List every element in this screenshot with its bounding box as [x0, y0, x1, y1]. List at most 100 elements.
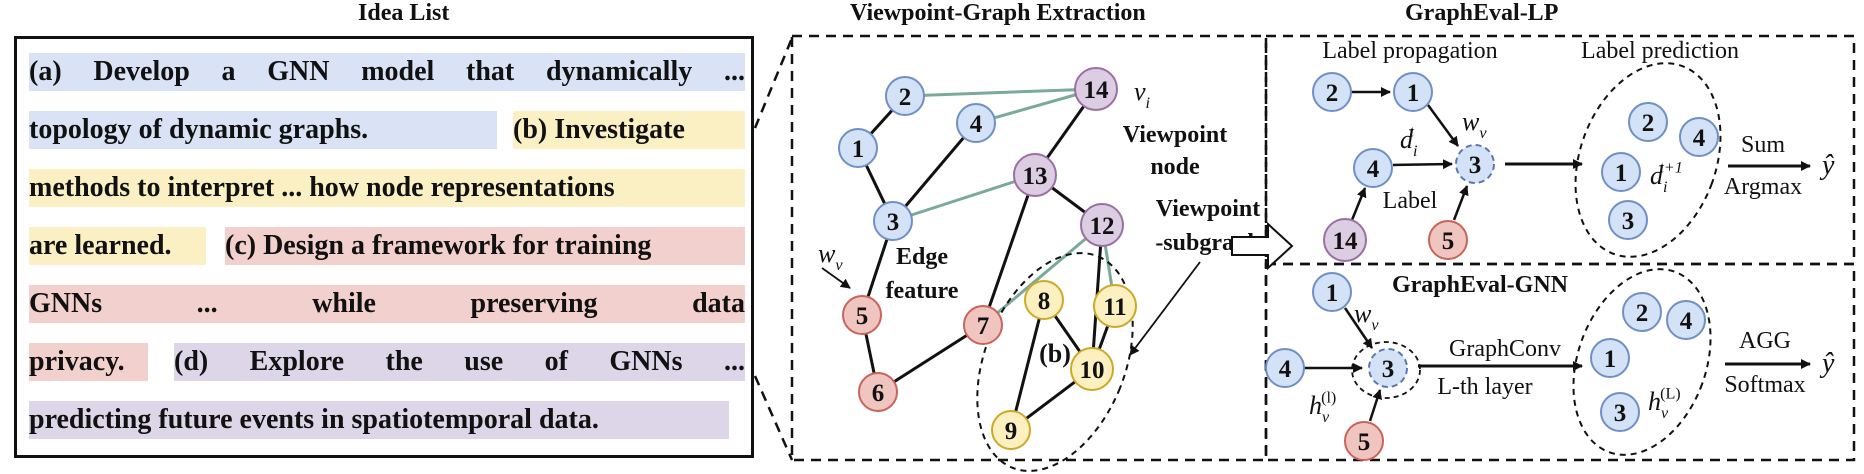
viewpoint-node-14 [1074, 67, 1118, 111]
viewpoint-node-13 [1013, 153, 1057, 197]
viewpoint-node-7-label: 7 [977, 313, 990, 340]
lp-node-1-label: 1 [1407, 80, 1420, 107]
lp-node-3-label: 3 [1469, 152, 1482, 179]
gnn-yhat: ŷ [1819, 348, 1835, 379]
viewpoint-node-9 [991, 410, 1031, 450]
lp-edge [1426, 104, 1460, 147]
idea-line: methods to interpret ... how node repres… [29, 169, 745, 209]
gnn-edge [1343, 307, 1374, 349]
viewpoint-node-4 [956, 103, 996, 143]
idea-segment-yellow: (b) Investigate [513, 111, 745, 149]
lp-node-2-label: 2 [1326, 80, 1339, 107]
lp-yhat: ŷ [1819, 150, 1835, 181]
lp-node-14 [1323, 218, 1367, 262]
viewpoint-node-2 [885, 76, 925, 116]
gnn-output-ellipse [1572, 268, 1712, 456]
gnn-node-4 [1265, 348, 1305, 388]
edge-feature-line [892, 173, 1036, 223]
gnn-out-node-1-label: 1 [1604, 346, 1617, 373]
wv-arrow [821, 267, 851, 289]
viewpoint-node-3-label: 3 [887, 209, 900, 236]
lp-node-14-label: 14 [1333, 228, 1359, 255]
lp-pred-node-2 [1628, 102, 1668, 142]
viewpoint-subgraph-text-1: Viewpoint [1156, 196, 1260, 222]
lp-edge [1452, 185, 1469, 221]
gnn-out-node-3-label: 3 [1614, 400, 1627, 427]
viewpoint-node-11 [1093, 284, 1137, 328]
lp-prediction-ellipse [1574, 62, 1722, 258]
edge-feature-text-1: Edge [896, 244, 948, 270]
viewpoint-node-text-1: Viewpoint [1123, 122, 1227, 148]
lp-node-5-label: 5 [1442, 228, 1455, 255]
wv-label: wv [818, 239, 843, 274]
viewpoint-node-7 [963, 305, 1003, 345]
idea-line: topology of dynamic graphs. (b) Investiga… [29, 111, 745, 151]
gnn-node-1-label: 1 [1326, 280, 1339, 307]
gnn-out-node-4-label: 4 [1680, 308, 1693, 335]
viewpoint-node-11-label: 11 [1103, 294, 1127, 321]
lp-node-4-label: 4 [1367, 156, 1380, 183]
viewpoint-node-5 [842, 295, 882, 335]
edge-feature-text-2: feature [886, 278, 959, 304]
graph-edge [1009, 299, 1046, 431]
idea-segment-purple: predicting future events in spatiotempor… [29, 401, 729, 439]
zoom-line-top [753, 37, 794, 129]
viewpoint-node-2-label: 2 [899, 84, 912, 111]
viewpoint-node-6-label: 6 [872, 380, 885, 407]
idea-list-header: Idea List [358, 0, 450, 26]
gnn-out-node-2 [1622, 292, 1662, 332]
gnn-node-3 [1368, 348, 1408, 388]
idea-segment-yellow: methods to interpret ... how node repres… [29, 169, 745, 207]
subgraph-b-label: (b) [1039, 339, 1071, 368]
vi-label: vi [1134, 77, 1150, 112]
lp-argmax-text: Argmax [1724, 174, 1802, 200]
gnn-node-5-label: 5 [1358, 429, 1371, 456]
lp-node-4 [1353, 148, 1393, 188]
lp-edge [1392, 159, 1453, 170]
lp-pred-node-2-label: 2 [1642, 110, 1655, 137]
lp-pred-node-4-label: 4 [1693, 125, 1706, 152]
viewpoint-node-12 [1080, 203, 1124, 247]
viewpoint-node-5-label: 5 [856, 303, 869, 330]
lp-node-3 [1455, 144, 1495, 184]
lp-header: GraphEval-LP [1405, 0, 1559, 26]
edge-feature-line [904, 87, 1097, 98]
gnn-hvL-label: hv(L) [1648, 385, 1681, 422]
gnn-node-3-label: 3 [1382, 356, 1395, 383]
gnn-out-node-4 [1666, 300, 1706, 340]
graph-edge [981, 174, 1037, 326]
label-prediction-text: Label prediction [1581, 38, 1739, 64]
gnn-agg-text: AGG [1739, 328, 1791, 354]
lp-dti1-label: dit+1 [1650, 159, 1683, 196]
lp-node-5 [1428, 220, 1468, 260]
viewpoint-subgraph-ellipse [976, 252, 1134, 472]
label-propagation-text: Label propagation [1322, 38, 1497, 64]
lp-label-word: Label [1383, 188, 1438, 214]
viewpoint-subgraph-arrow [1129, 261, 1201, 356]
lp-node-1 [1393, 72, 1433, 112]
idea-line: predicting future events in spatiotempor… [29, 401, 745, 441]
gnn-graphconv-text: GraphConv [1449, 336, 1561, 362]
gnn-node-5 [1344, 421, 1384, 461]
gnn-out-node-2-label: 2 [1636, 300, 1649, 327]
lp-node-2 [1312, 72, 1352, 112]
gnn-edge [1368, 389, 1382, 422]
gnn-node-1 [1312, 272, 1352, 312]
zoom-line-bottom [753, 375, 794, 461]
viewpoint-node-12-label: 12 [1090, 213, 1115, 240]
idea-line: are learned.(c) Design a framework for t… [29, 227, 745, 267]
viewpoint-node-13-label: 13 [1023, 163, 1048, 190]
lp-dti-label: dit [1400, 123, 1417, 160]
transition-arrow [1231, 221, 1294, 271]
viewpoint-node-1 [838, 128, 878, 168]
extraction-header: Viewpoint-Graph Extraction [850, 0, 1146, 26]
viewpoint-node-4-label: 4 [970, 111, 983, 138]
idea-segment-blue: topology of dynamic graphs. [29, 111, 497, 149]
